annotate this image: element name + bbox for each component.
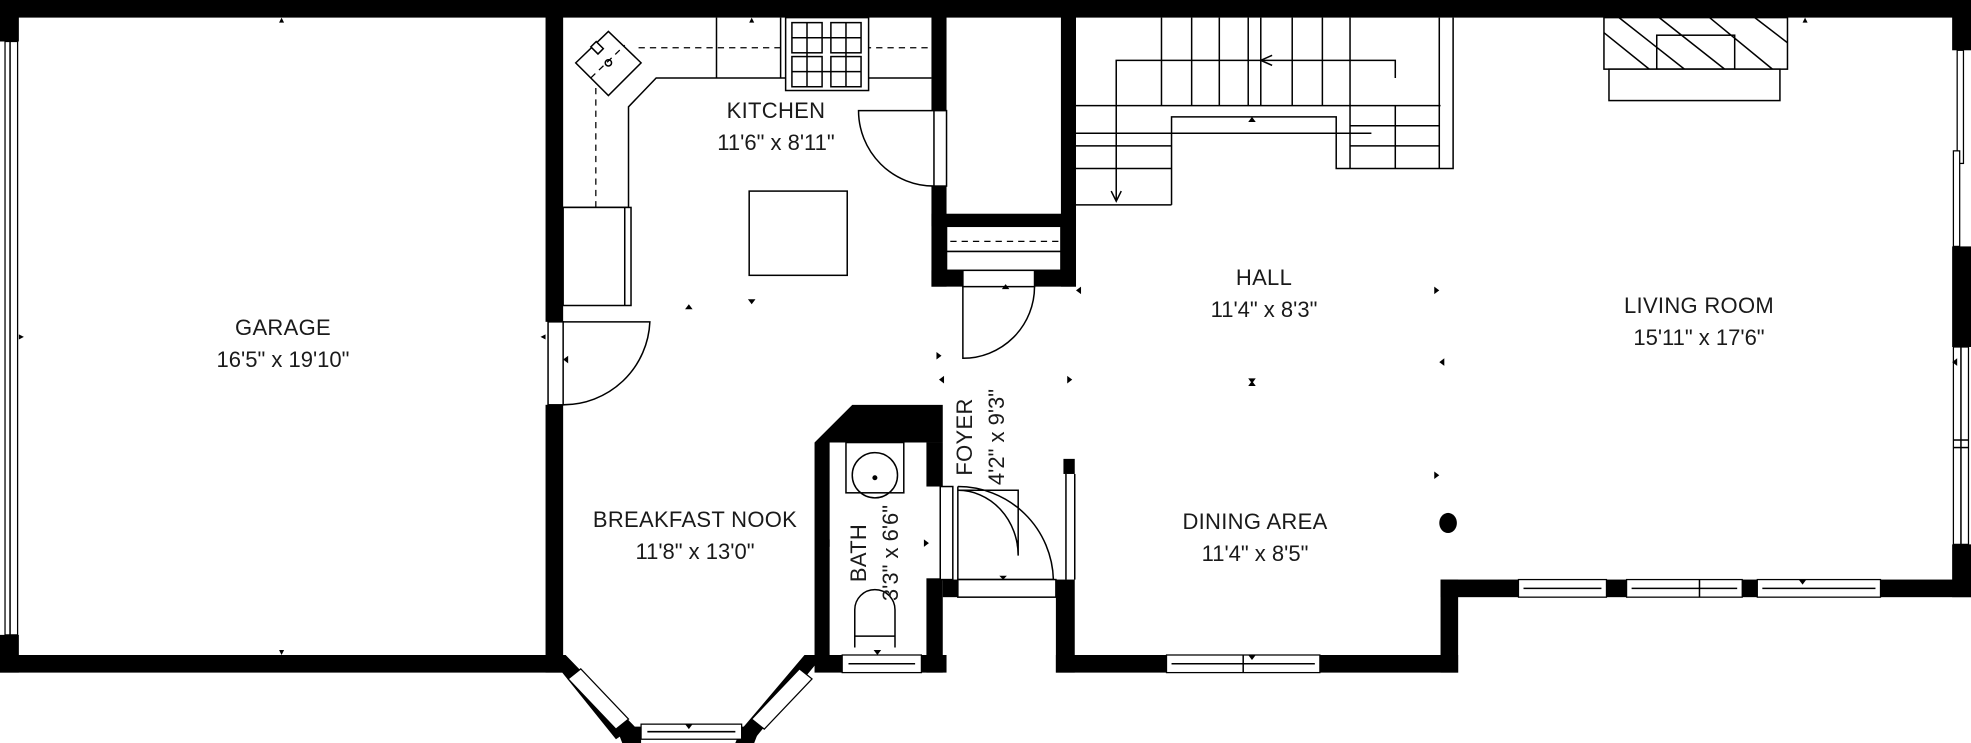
staircase: [1076, 17, 1454, 206]
doors: [547, 109, 1076, 598]
room-name: DINING AREA: [1182, 509, 1328, 535]
stove-icon: [784, 16, 870, 92]
room-label-bath: BATH 3'3" x 6'6": [843, 505, 907, 601]
room-dimensions: 4'2" x 9'3": [984, 388, 1009, 486]
room-label-garage: GARAGE 16'5" x 19'10": [217, 312, 350, 376]
room-dimensions: 11'4" x 8'5": [1201, 541, 1309, 566]
room-dimensions: 16'5" x 19'10": [216, 347, 350, 372]
room-label-kitchen: KITCHEN 11'6" x 8'11": [717, 95, 834, 159]
bath-sink-icon: [851, 451, 899, 499]
pantry: [945, 225, 1062, 272]
room-name: GARAGE: [235, 315, 331, 341]
bath-fixtures: [845, 441, 905, 648]
room-name: BATH: [846, 523, 872, 583]
room-dimensions: 11'4" x 8'3": [1210, 297, 1318, 322]
room-label-breakfast-nook: BREAKFAST NOOK 11'8" x 13'0": [593, 504, 797, 568]
room-label-living-room: LIVING ROOM 15'11" x 17'6": [1624, 290, 1774, 354]
kitchen-island: [748, 190, 848, 277]
room-name: FOYER: [952, 398, 978, 476]
room-name: BREAKFAST NOOK: [592, 507, 798, 533]
room-name: KITCHEN: [726, 98, 826, 124]
room-dimensions: 11'6" x 8'11": [717, 130, 835, 155]
room-name: HALL: [1235, 265, 1293, 291]
room-name: LIVING ROOM: [1624, 293, 1774, 319]
room-dimensions: 11'8" x 13'0": [635, 539, 755, 564]
room-label-hall: HALL 11'4" x 8'3": [1211, 262, 1318, 326]
kitchen-counters: [562, 16, 932, 307]
fireplace: [1603, 16, 1789, 102]
room-dimensions: 3'3" x 6'6": [878, 504, 903, 602]
column: [1439, 512, 1457, 534]
room-label-dining-area: DINING AREA 11'4" x 8'5": [1182, 506, 1327, 570]
sink-icon: [574, 30, 643, 97]
dimension-markers: [18, 17, 1958, 730]
toilet-icon: [854, 588, 896, 648]
room-dimensions: 15'11" x 17'6": [1633, 325, 1765, 350]
room-label-foyer: FOYER 4'2" x 9'3": [949, 389, 1013, 485]
windows: [4, 40, 1970, 740]
